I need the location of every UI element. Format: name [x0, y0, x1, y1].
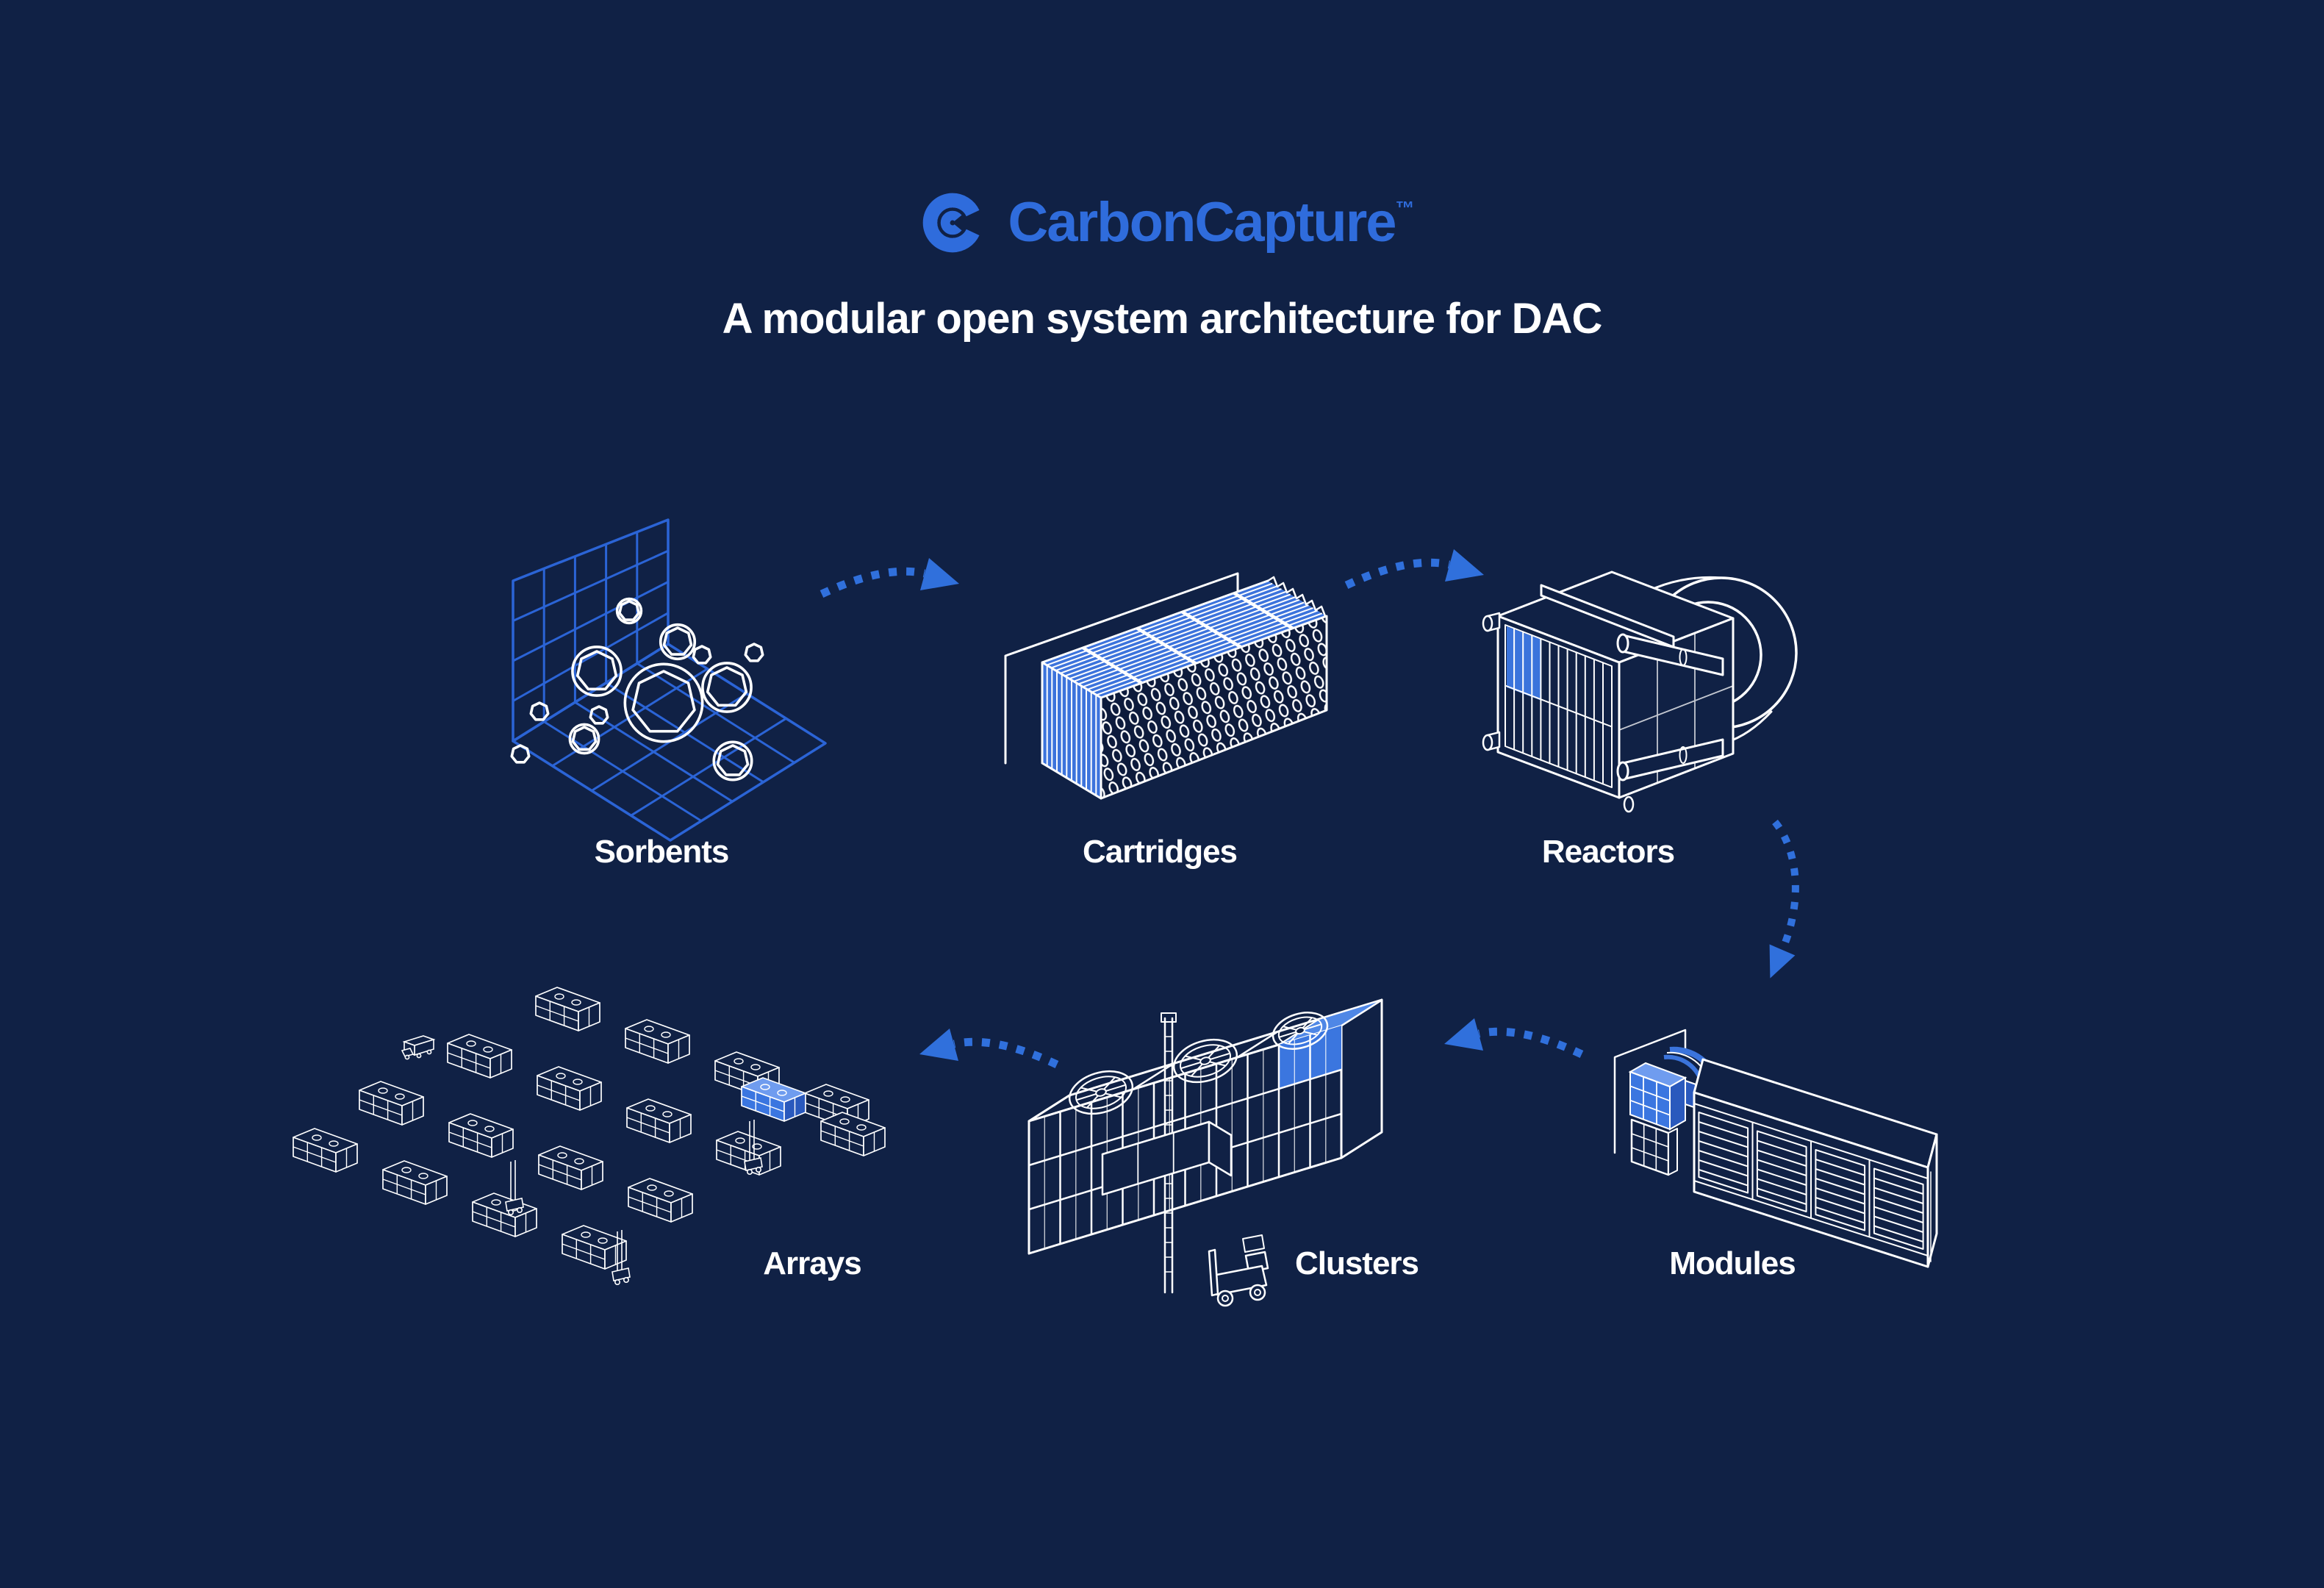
reactor-cube-highlighted [1628, 1062, 1688, 1131]
louver-panels [1698, 1112, 1924, 1250]
stage-label-reactors: Reactors [1541, 834, 1675, 870]
stage-label-arrays: Arrays [763, 1245, 861, 1281]
brand-wordmark: CarbonCapture™ [1008, 195, 1414, 251]
container [1693, 1058, 1938, 1268]
backplate [1004, 572, 1239, 765]
carboncapture-logo-icon [923, 193, 983, 253]
modules-illustration [1588, 998, 2006, 1292]
roof-fans [1068, 1012, 1329, 1115]
sorbent-fins [1042, 576, 1327, 798]
arrow-cartridges-to-reactors [1339, 537, 1493, 596]
stage-label-cartridges: Cartridges [1082, 834, 1238, 870]
brand-name: CarbonCapture [1008, 191, 1396, 254]
stage-label-clusters: Clusters [1294, 1245, 1419, 1281]
reactor-box [1496, 571, 1735, 799]
pipes [1482, 612, 1724, 813]
clusters-illustration [989, 978, 1466, 1316]
lift-vehicle [505, 1159, 524, 1215]
stage-label-sorbents: Sorbents [594, 834, 730, 870]
cluster-array-field [293, 987, 886, 1270]
arrow-reactors-to-modules [1760, 818, 1812, 994]
reactors-illustration [1463, 543, 1830, 822]
cartridges-illustration [954, 548, 1366, 813]
arrow-modules-to-clusters [1435, 1006, 1589, 1065]
trademark-symbol: ™ [1395, 197, 1415, 219]
brand-lockup: CarbonCapture™ [0, 179, 2324, 266]
stage-label-modules: Modules [1669, 1245, 1796, 1281]
cartridge-face [1100, 615, 1328, 800]
reactor-cube [1630, 1118, 1678, 1176]
sorbents-illustration [507, 506, 875, 851]
highlighted-cluster-block [741, 1077, 806, 1122]
forklift [1208, 1234, 1269, 1307]
arrays-illustration [290, 974, 922, 1320]
module-being-placed [1101, 1120, 1233, 1196]
truck [401, 1035, 436, 1060]
page-title: A modular open system architecture for D… [722, 295, 1603, 343]
arrow-sorbents-to-cartridges [814, 546, 969, 604]
molecular-grid [512, 518, 827, 842]
arrow-clusters-to-arrays [910, 1016, 1064, 1075]
backplate [1613, 1029, 1687, 1154]
